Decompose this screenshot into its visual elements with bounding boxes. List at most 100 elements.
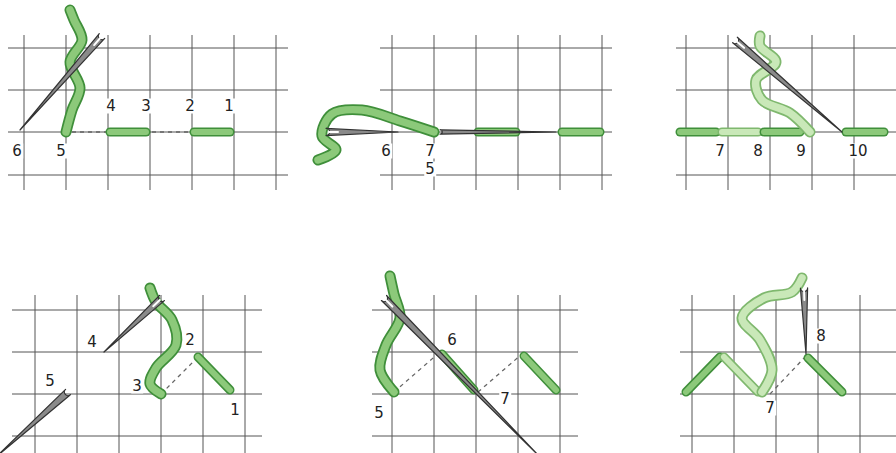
stitch xyxy=(764,128,800,137)
step-number: 4 xyxy=(105,99,117,114)
grid-line xyxy=(245,295,246,453)
step-number: 5 xyxy=(424,162,436,177)
step-number: 1 xyxy=(223,99,235,114)
grid-line xyxy=(8,90,288,91)
grid-line xyxy=(602,35,603,190)
needle-eye xyxy=(803,291,805,300)
stitch xyxy=(524,356,556,390)
needle xyxy=(800,288,807,354)
grid-line xyxy=(676,90,896,91)
grid-line xyxy=(680,310,896,311)
grid-line xyxy=(476,35,477,190)
grid-line xyxy=(434,295,435,453)
grid-line xyxy=(380,90,612,91)
dashed-path xyxy=(394,352,440,392)
stitch xyxy=(724,357,758,392)
grid-line xyxy=(860,295,861,453)
step-number: 1 xyxy=(229,403,241,418)
grid-line xyxy=(692,295,693,453)
step-number: 8 xyxy=(752,144,764,159)
grid-line xyxy=(854,35,855,190)
grid-line xyxy=(680,436,896,437)
stitch xyxy=(808,358,842,392)
stitch xyxy=(110,129,146,135)
grid-line xyxy=(24,35,25,190)
needle-eye xyxy=(94,38,100,45)
step-number: 7 xyxy=(764,401,776,416)
stitch xyxy=(722,128,758,137)
grid-line xyxy=(812,35,813,190)
grid-line xyxy=(372,436,578,437)
grid-line xyxy=(12,310,262,311)
stitch xyxy=(686,357,720,392)
grid-line xyxy=(680,394,896,395)
needle xyxy=(326,128,398,135)
stitch xyxy=(110,128,146,137)
grid-line xyxy=(476,295,477,453)
step-number: 7 xyxy=(424,144,436,159)
fabric-grid xyxy=(8,35,896,453)
grid-line xyxy=(12,436,262,437)
dashed-path xyxy=(478,354,522,392)
needle xyxy=(440,130,556,134)
needle xyxy=(20,34,105,130)
stitch xyxy=(686,357,720,392)
thread-strand xyxy=(318,110,434,160)
grid-line xyxy=(686,35,687,190)
grid-line xyxy=(35,295,36,453)
stitch xyxy=(846,129,884,135)
grid-line xyxy=(8,175,288,176)
grid-line xyxy=(203,295,204,453)
grid-line xyxy=(680,352,896,353)
grid-line xyxy=(518,35,519,190)
stitch xyxy=(562,129,600,135)
grid-line xyxy=(8,48,288,49)
step-number: 7 xyxy=(714,144,726,159)
grid-line xyxy=(676,175,896,176)
stitch xyxy=(680,129,716,135)
step-number: 6 xyxy=(11,144,23,159)
step-number: 4 xyxy=(86,335,98,350)
back-thread xyxy=(64,132,806,394)
grid-line xyxy=(728,35,729,190)
stitch xyxy=(724,357,758,392)
grid-line xyxy=(12,394,262,395)
grid-line xyxy=(8,132,288,133)
step-number: 6 xyxy=(446,333,458,348)
thread-strand xyxy=(742,278,802,392)
step-number: 3 xyxy=(131,379,143,394)
grid-line xyxy=(380,48,612,49)
stitch xyxy=(194,129,230,135)
grid-line xyxy=(12,352,262,353)
needle-eye xyxy=(329,131,338,133)
step-number: 8 xyxy=(815,329,827,344)
step-number: 5 xyxy=(44,374,56,389)
grid-line xyxy=(77,295,78,453)
thread xyxy=(66,10,810,394)
step-number: 2 xyxy=(184,99,196,114)
stitch xyxy=(562,128,600,137)
needle-eye xyxy=(386,300,392,306)
thread-strand xyxy=(742,278,802,392)
needle xyxy=(104,295,164,352)
grid-line xyxy=(380,175,612,176)
grid-line xyxy=(518,295,519,453)
grid-line xyxy=(676,132,896,133)
grid-line xyxy=(560,295,561,453)
grid-line xyxy=(392,295,393,453)
step-number: 3 xyxy=(140,99,152,114)
step-number: 7 xyxy=(499,392,511,407)
grid-line xyxy=(560,35,561,190)
stitch xyxy=(680,128,716,137)
stitch xyxy=(198,357,230,390)
needles xyxy=(0,34,842,453)
needle-eye xyxy=(153,300,160,306)
stitch xyxy=(194,128,230,137)
stitches xyxy=(110,132,884,392)
dashed-path xyxy=(64,131,232,132)
thread-strand xyxy=(380,276,400,392)
grid-line xyxy=(372,352,578,353)
step-number: 10 xyxy=(847,144,868,159)
step-number: 5 xyxy=(373,406,385,421)
